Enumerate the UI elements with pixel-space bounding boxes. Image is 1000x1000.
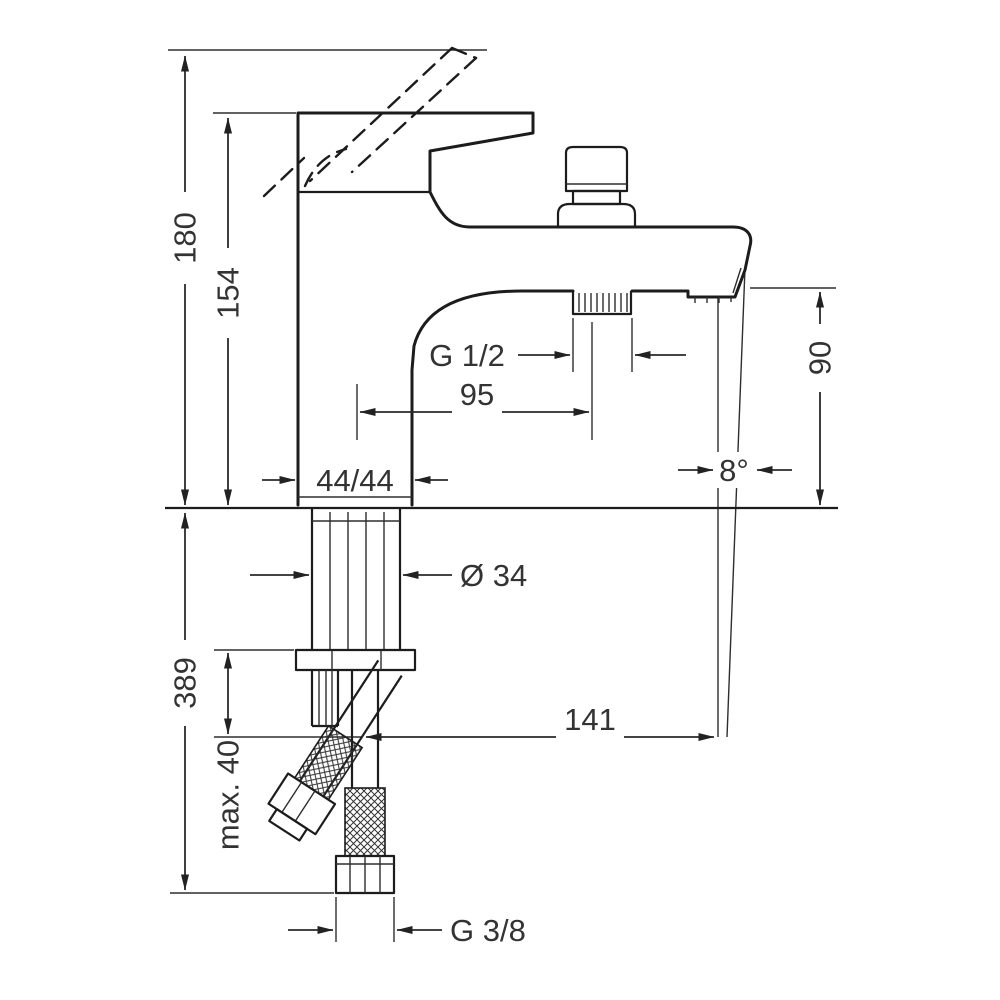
spout-tip-face-line [732,267,742,294]
label-mask [716,452,756,488]
faucet-body-outline [296,111,753,507]
below-deck-assembly [267,508,417,895]
dim-label-max-mounting-thickness: max. 40 [211,740,246,850]
shank-stub [310,670,340,728]
dim-label-body-depth: 44/44 [316,463,394,498]
mounting-nut [294,648,417,672]
dim-label-outlet-center-distance: 95 [460,377,494,412]
dim-label-spout-outlet-height: 90 [803,341,838,375]
spout-mouth-detail [694,297,732,303]
dim-label-height-to-handle: 154 [211,267,246,319]
dim-label-shank-diameter: Ø 34 [460,558,527,593]
angled-hose [267,659,403,842]
handle-raised-position-dashed [262,46,478,198]
dim-label-supply-hose-thread: G 3/8 [450,913,526,948]
straight-hose-braid [344,787,386,857]
diverter-knob [556,145,637,229]
dim-label-spout-angle: 8° [719,453,749,488]
spout-angle-line [726,267,746,738]
dim-label-spout-reach: 141 [564,702,616,737]
dim-label-below-deck-length: 389 [168,657,203,709]
straight-hose [350,670,380,788]
dim-label-overall-height: 180 [168,212,203,264]
extension-lines [168,49,836,942]
dim-label-shower-outlet-thread: G 1/2 [429,338,505,373]
dimension-lines [181,55,824,934]
dimension-labels: 180 154 389 max. 40 90 95 141 44/44 G 1/… [168,212,838,948]
shower-outlet-thread [571,291,633,316]
